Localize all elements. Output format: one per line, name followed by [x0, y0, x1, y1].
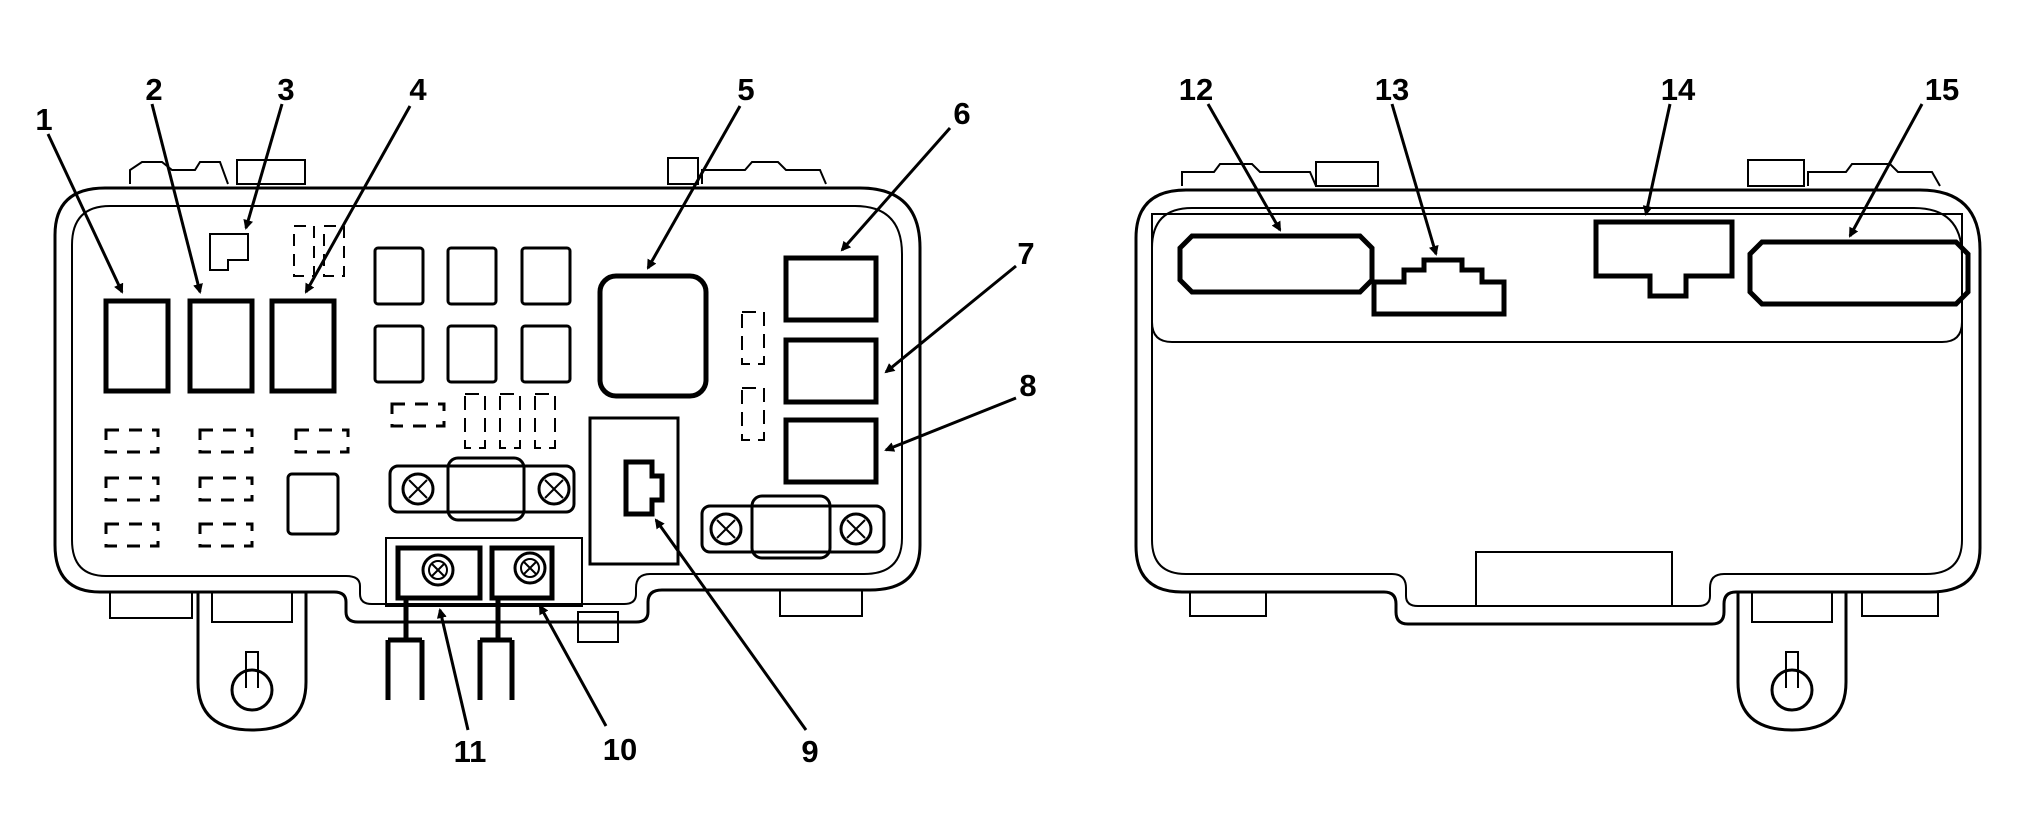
housing-inner-left	[71, 205, 903, 605]
callout-labels: 1 2 3 4 5 6 7 8 9 10 11 12 13 14 15	[35, 72, 1959, 769]
connector-panel	[1151, 213, 1963, 343]
bottom-recess	[1475, 551, 1673, 607]
mini-relay-grid	[373, 246, 572, 384]
main-fuse-bar-right	[700, 494, 886, 560]
relay-1	[103, 298, 171, 394]
callout-9: 9	[801, 734, 818, 769]
top-tabs-left	[129, 157, 827, 185]
terminal-block	[385, 537, 583, 700]
housing-outer-left	[53, 186, 922, 624]
fuse-slot-a	[293, 225, 315, 277]
main-fuse-bar-left	[388, 456, 576, 522]
relay-8	[783, 417, 879, 485]
relay-6	[783, 255, 879, 323]
fuse-slots-lower-left	[104, 428, 350, 548]
bottom-tab-left-2	[779, 589, 863, 617]
terminal-11	[395, 545, 483, 601]
callout-7: 7	[1017, 236, 1034, 271]
callout-12: 12	[1179, 72, 1213, 107]
callout-13: 13	[1375, 72, 1409, 107]
bottom-tab-left-3	[577, 611, 619, 643]
top-tabs-right	[1181, 159, 1941, 187]
callout-6: 6	[953, 96, 970, 131]
fuse-3	[209, 233, 249, 271]
fuse-slot-b	[323, 225, 345, 277]
callout-5: 5	[737, 72, 754, 107]
bottom-tab-right-1	[1189, 591, 1267, 617]
terminal-10	[489, 545, 555, 601]
callout-10: 10	[603, 732, 637, 767]
relay-2	[187, 298, 255, 394]
callout-15: 15	[1925, 72, 1959, 107]
fuse-slots-right	[741, 311, 765, 441]
callout-8: 8	[1019, 368, 1036, 403]
callout-4: 4	[409, 72, 427, 107]
housing-inner-right	[1151, 207, 1963, 607]
connector-14	[1593, 219, 1735, 299]
relay-4	[269, 298, 337, 394]
connector-13	[1371, 257, 1507, 317]
callout-1: 1	[35, 102, 52, 137]
bottom-tab-right-2	[1861, 591, 1939, 617]
callout-2: 2	[145, 72, 162, 107]
callout-3: 3	[277, 72, 294, 107]
leader-lines	[46, 103, 1924, 731]
connector-9	[588, 416, 680, 566]
right-view	[1134, 159, 1982, 732]
connector-15	[1747, 239, 1971, 307]
relay-7	[783, 337, 879, 405]
callout-11: 11	[454, 734, 487, 769]
callout-14: 14	[1661, 72, 1696, 107]
bottom-tab-left-1	[109, 591, 193, 619]
fuse-slots-center	[390, 393, 556, 449]
mounting-bracket-left	[196, 592, 308, 732]
left-view	[53, 157, 922, 732]
relay-5	[597, 273, 709, 399]
housing-outer-right	[1134, 188, 1982, 626]
connector-12	[1177, 233, 1375, 295]
mounting-bracket-right	[1736, 592, 1848, 732]
